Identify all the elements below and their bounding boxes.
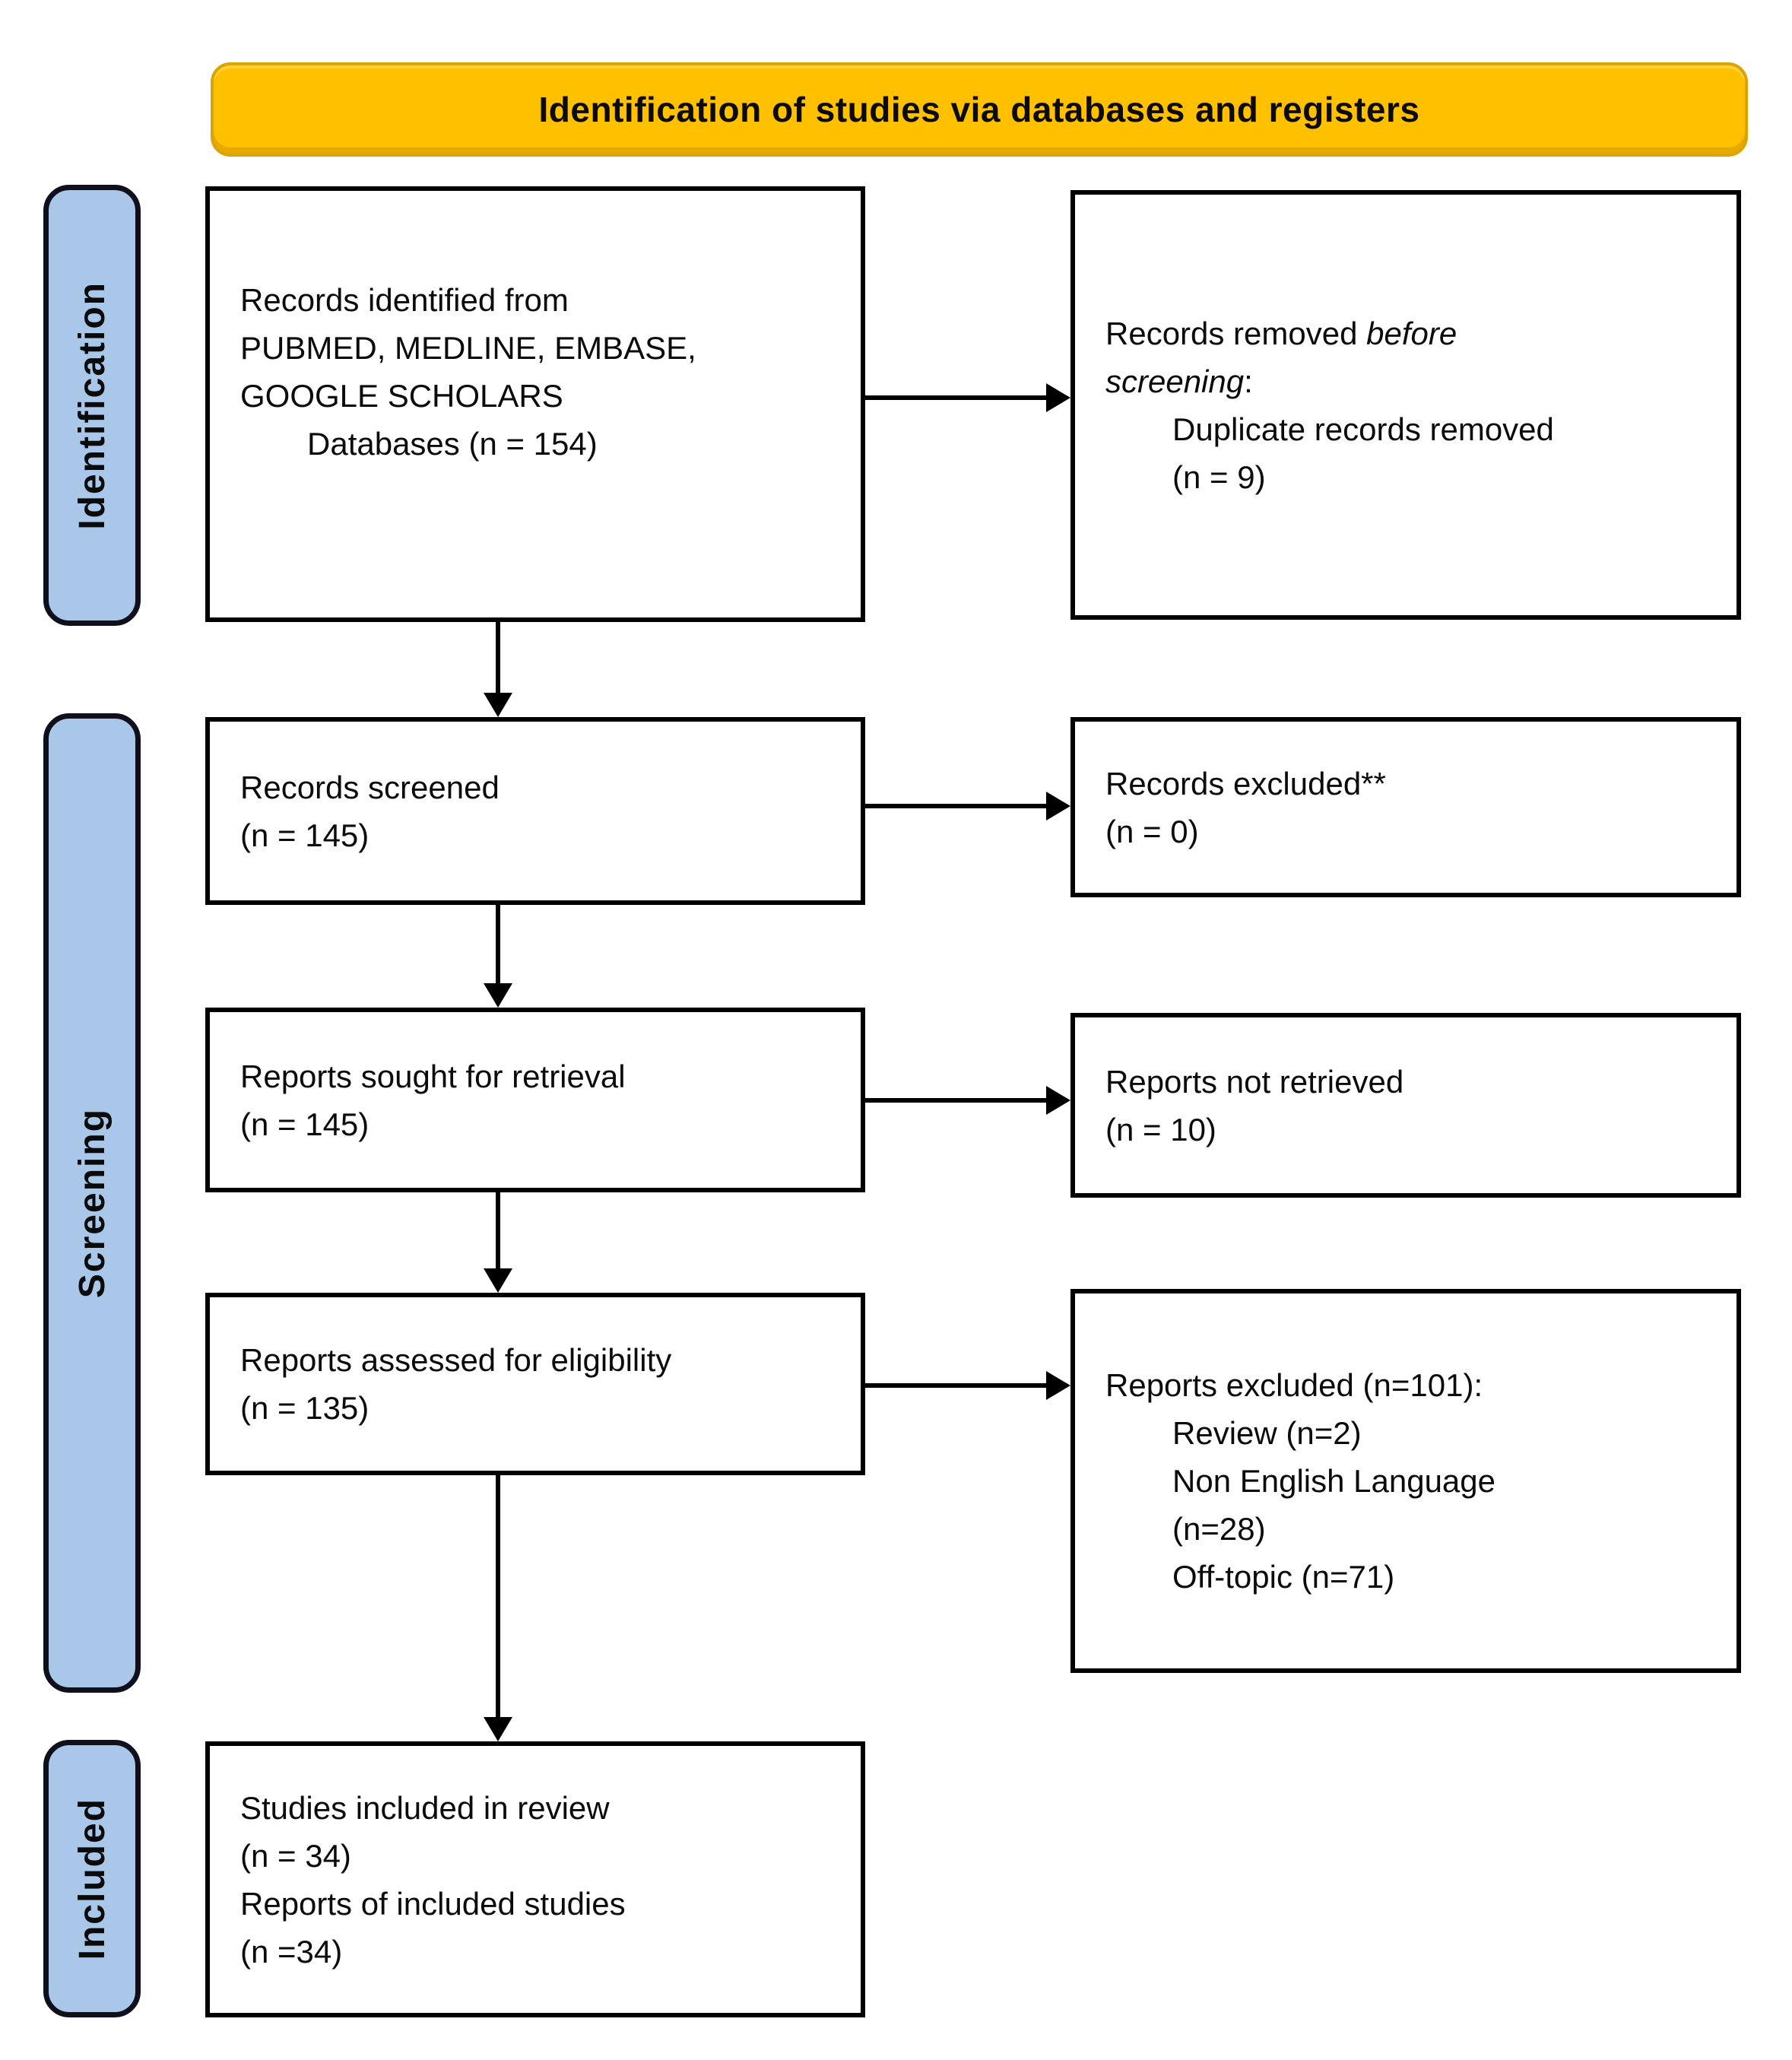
- arrowhead-right-icon: [1046, 792, 1070, 821]
- box-line-indented: Non English Language: [1172, 1463, 1496, 1499]
- box-line: (n =34): [240, 1933, 343, 1970]
- box-line: Reports not retrieved: [1105, 1063, 1404, 1100]
- box-line: (n = 135): [240, 1390, 370, 1426]
- box-records-removed: Records removed before screening: Duplic…: [1070, 190, 1741, 620]
- box-line: Studies included in review: [240, 1789, 610, 1826]
- box-line-indented: Off-topic (n=71): [1172, 1559, 1395, 1595]
- arrow-line-sought-to-assessed: [496, 1192, 500, 1269]
- arrowhead-down-icon: [484, 693, 512, 717]
- box-line: Reports assessed for eligibility: [240, 1342, 672, 1378]
- box-line: Reports excluded (n=101):: [1105, 1367, 1483, 1403]
- arrowhead-right-icon: [1046, 1086, 1070, 1115]
- box-line: Records excluded**: [1105, 765, 1386, 801]
- box-line: (n = 0): [1105, 813, 1199, 849]
- box-line: (n = 10): [1105, 1111, 1216, 1147]
- arrow-line-screened-to-sought: [496, 905, 500, 984]
- box-reports-excluded-reasons: Reports excluded (n=101): Review (n=2) N…: [1070, 1289, 1741, 1673]
- box-line-indented: Review (n=2): [1172, 1415, 1362, 1451]
- box-line: PUBMED, MEDLINE, EMBASE,: [240, 330, 696, 366]
- box-reports-assessed: Reports assessed for eligibility (n = 13…: [205, 1293, 865, 1475]
- arrowhead-down-icon: [484, 1717, 512, 1741]
- box-records-screened: Records screened (n = 145): [205, 717, 865, 905]
- box-records-identified: Records identified from PUBMED, MEDLINE,…: [205, 186, 865, 622]
- box-reports-sought: Reports sought for retrieval (n = 145): [205, 1008, 865, 1192]
- box-line-indented: Duplicate records removed: [1172, 411, 1554, 447]
- box-line: (n = 34): [240, 1837, 351, 1874]
- box-line: (n = 145): [240, 817, 370, 853]
- arrow-line-identified-to-screened: [496, 622, 500, 695]
- arrowhead-down-icon: [484, 983, 512, 1008]
- text-italic: before: [1366, 315, 1457, 351]
- box-line-indented: (n = 9): [1172, 459, 1266, 495]
- text-regular: :: [1244, 363, 1253, 399]
- stage-label-screening: Screening: [71, 1107, 113, 1299]
- box-line: screening:: [1105, 357, 1718, 405]
- stage-bar-identification: Identification: [43, 185, 141, 626]
- arrowhead-down-icon: [484, 1268, 512, 1293]
- diagram-title: Identification of studies via databases …: [538, 90, 1420, 129]
- box-line: Records identified from: [240, 282, 569, 318]
- box-reports-not-retrieved: Reports not retrieved (n = 10): [1070, 1013, 1741, 1198]
- box-records-excluded: Records excluded** (n = 0): [1070, 717, 1741, 897]
- box-line: Records removed before: [1105, 309, 1718, 357]
- box-line: Reports sought for retrieval: [240, 1058, 626, 1094]
- arrow-line-assessed-to-included: [496, 1475, 500, 1718]
- arrowhead-right-icon: [1046, 1371, 1070, 1400]
- box-line: (n = 145): [240, 1106, 370, 1142]
- title-banner: Identification of studies via databases …: [211, 62, 1748, 157]
- stage-bar-included: Included: [43, 1740, 141, 2017]
- arrow-line-screened-to-excluded: [865, 804, 1046, 808]
- arrowhead-right-icon: [1046, 383, 1070, 412]
- text-regular: Records removed: [1105, 315, 1367, 351]
- arrow-line-sought-to-notretrieved: [865, 1098, 1046, 1103]
- arrow-line-assessed-to-reportsexcluded: [865, 1383, 1046, 1388]
- box-line-indented: (n=28): [1172, 1511, 1266, 1547]
- arrow-line-identified-to-removed: [865, 395, 1046, 400]
- stage-label-identification: Identification: [71, 281, 113, 530]
- box-line: Records screened: [240, 769, 500, 805]
- stage-bar-screening: Screening: [43, 713, 141, 1693]
- stage-label-included: Included: [71, 1797, 113, 1960]
- box-line: GOOGLE SCHOLARS: [240, 378, 563, 414]
- box-line-indented: Databases (n = 154): [307, 426, 598, 462]
- box-line: Reports of included studies: [240, 1885, 626, 1922]
- text-italic: screening: [1105, 363, 1245, 399]
- box-studies-included: Studies included in review (n = 34) Repo…: [205, 1741, 865, 2017]
